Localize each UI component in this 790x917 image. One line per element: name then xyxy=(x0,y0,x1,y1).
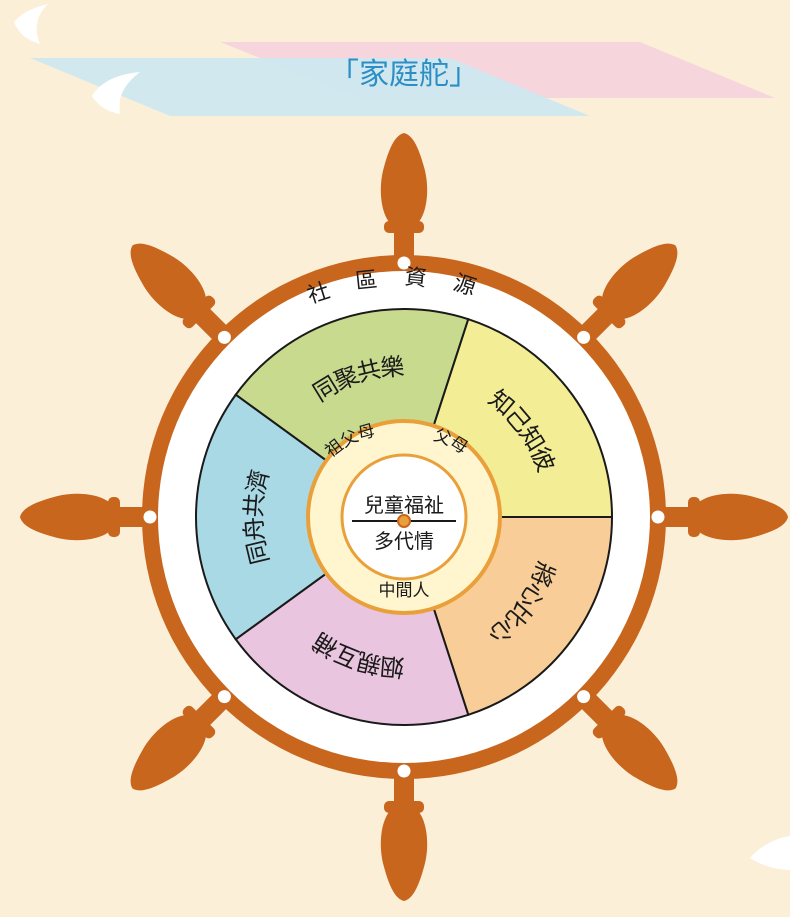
handle-collar xyxy=(182,705,216,739)
wheel-handle xyxy=(380,133,428,267)
rim-dot xyxy=(397,764,411,778)
wheel-handle xyxy=(130,243,235,348)
wheel-handle xyxy=(20,493,154,541)
rim-dots xyxy=(143,256,665,778)
rim-dot xyxy=(577,690,591,704)
rim-dot xyxy=(217,330,231,344)
rim-dot xyxy=(651,510,665,524)
wheel-handle xyxy=(573,243,678,348)
handle-grip xyxy=(20,493,154,541)
multi-generation-label: 多代情 xyxy=(374,529,434,553)
handle-grip xyxy=(130,686,235,791)
handle-grip xyxy=(130,243,235,348)
rim-dot xyxy=(397,256,411,270)
handle-collar xyxy=(592,705,626,739)
segment-label-char: 姻 xyxy=(379,652,405,682)
bird-icon xyxy=(750,836,790,870)
handle-collar xyxy=(108,497,120,537)
handle-grip xyxy=(654,493,788,541)
hub-center-dot xyxy=(397,514,411,528)
rim-dot xyxy=(143,510,157,524)
handle-grip xyxy=(380,767,428,901)
handle-collar xyxy=(592,295,626,329)
handle-grip xyxy=(380,133,428,267)
segment-label-char: 共 xyxy=(240,492,270,518)
handle-collar xyxy=(384,221,424,233)
rim-dot xyxy=(577,330,591,344)
bird-icon xyxy=(92,72,140,114)
diagram-title: 「家庭舵」 xyxy=(329,57,479,92)
banner-blue-stripe xyxy=(30,58,590,116)
title-banner xyxy=(14,4,790,870)
child-welfare-label: 兒童福祉 xyxy=(364,493,444,517)
rim-dot xyxy=(217,690,231,704)
middle-person-label: 中間人 xyxy=(379,581,430,601)
segment-wedge xyxy=(195,393,406,641)
handle-collar xyxy=(688,497,700,537)
segment-label-char: 舟 xyxy=(240,516,270,542)
wheel-handle xyxy=(654,493,788,541)
wheel-handle xyxy=(380,767,428,901)
wheel-handle xyxy=(573,686,678,791)
bird-icon xyxy=(14,4,48,44)
handle-grip xyxy=(573,243,678,348)
handle-collar xyxy=(384,801,424,813)
handle-collar xyxy=(182,295,216,329)
wheel-handle xyxy=(130,686,235,791)
segment-label-char: 樂 xyxy=(379,353,405,383)
handle-grip xyxy=(573,686,678,791)
helm-spokes xyxy=(20,133,788,901)
